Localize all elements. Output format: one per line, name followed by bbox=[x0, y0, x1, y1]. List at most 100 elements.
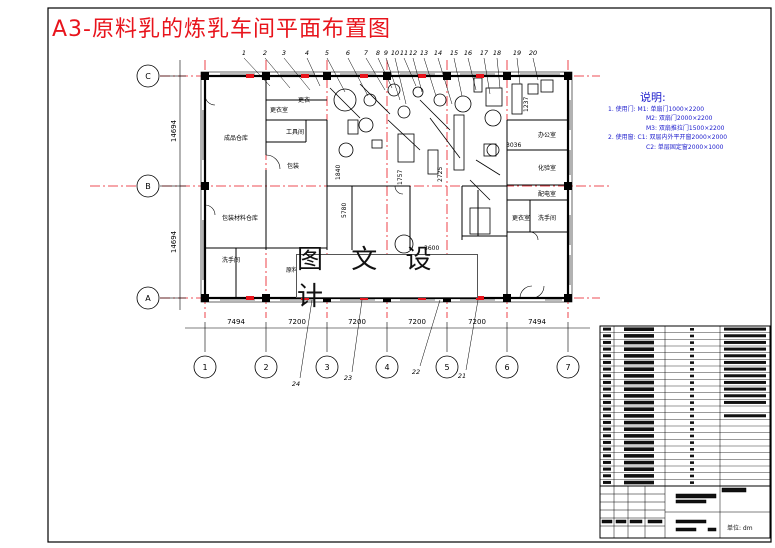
axis-label-row-a: A bbox=[145, 294, 151, 303]
room-material: 原料 bbox=[286, 266, 298, 274]
parts-table-cell bbox=[624, 354, 654, 358]
parts-table-cell bbox=[690, 381, 694, 384]
dim-2725: 2725 bbox=[437, 167, 444, 182]
parts-table-cell bbox=[603, 380, 611, 384]
parts-table-cell bbox=[690, 414, 694, 418]
bay-dim-5: 7200 bbox=[468, 318, 486, 326]
parts-table-cell bbox=[624, 327, 654, 331]
parts-table-cell bbox=[724, 340, 766, 344]
room-gown-right: 更衣室 bbox=[512, 214, 530, 222]
parts-table-cell bbox=[690, 341, 694, 344]
parts-table-cell bbox=[724, 414, 766, 418]
callout-14: 14 bbox=[434, 49, 442, 57]
parts-table-cell bbox=[724, 380, 766, 384]
parts-table-cell bbox=[724, 327, 766, 331]
callout-7: 7 bbox=[364, 49, 369, 57]
parts-table-cell bbox=[603, 387, 611, 391]
bay-dim-3: 7200 bbox=[348, 318, 366, 326]
watermark-box: 图 文 设 计 bbox=[296, 245, 478, 312]
room-wash-left: 洗手间 bbox=[222, 256, 240, 264]
room-product-store: 成品仓库 bbox=[224, 134, 248, 142]
room-office-b: 化验室 bbox=[538, 164, 556, 172]
parts-table-cell bbox=[690, 374, 694, 378]
parts-table-cell bbox=[603, 374, 611, 378]
parts-table-cell bbox=[603, 414, 611, 418]
parts-table-cell bbox=[724, 347, 766, 351]
parts-table-cell bbox=[603, 340, 611, 344]
dimension-lines bbox=[160, 60, 590, 352]
parts-table-cell bbox=[603, 474, 611, 478]
callout-leaders bbox=[243, 57, 539, 379]
axis-bubble-col-7 bbox=[556, 355, 580, 379]
notes-line-5: C2: 单层固定窗2000×1000 bbox=[646, 143, 724, 151]
parts-table-cell bbox=[690, 454, 694, 458]
doors bbox=[204, 94, 545, 299]
dim-3600: 3600 bbox=[424, 245, 439, 252]
callout-numbers: 1 2 3 4 5 6 7 8 9 10 11 12 13 14 15 16 1… bbox=[242, 49, 537, 388]
parts-table-cell bbox=[624, 340, 654, 345]
parts-table-cell bbox=[690, 421, 694, 424]
bay-dim-1: 7494 bbox=[227, 318, 245, 326]
callout-8: 8 bbox=[376, 49, 380, 57]
parts-table-cell bbox=[624, 447, 654, 451]
callout-10: 10 bbox=[391, 49, 399, 57]
parts-table-cell bbox=[603, 334, 611, 338]
notes-line-3: M3: 双扇推拉门1500×2200 bbox=[646, 124, 725, 132]
dim-5780: 5780 bbox=[341, 203, 348, 218]
axis-label-col-7: 7 bbox=[565, 363, 570, 372]
parts-table-cell bbox=[624, 454, 654, 458]
bay-dim-4: 7200 bbox=[408, 318, 426, 326]
callout-13: 13 bbox=[420, 49, 428, 57]
callout-4: 4 bbox=[305, 49, 309, 57]
parts-table-cell bbox=[603, 400, 611, 404]
parts-table-cell bbox=[624, 414, 654, 418]
parts-table-cell bbox=[603, 440, 611, 444]
parts-table-cell bbox=[624, 347, 654, 351]
notes-line-4: 2. 使用窗: C1: 双层内外平开窗2000×2000 bbox=[608, 134, 728, 141]
parts-table-cell bbox=[624, 400, 654, 405]
parts-table-cell bbox=[724, 387, 766, 391]
axis-bubble-col-2 bbox=[254, 355, 278, 379]
room-labels: 成品仓库 包装 包装材料仓库 更衣室 工具间 洗手间 办公室 化验室 配电室 更… bbox=[222, 96, 556, 274]
parts-table-cell bbox=[624, 380, 654, 385]
callout-12: 12 bbox=[409, 49, 417, 57]
row-dim-1: 14694 bbox=[170, 119, 178, 142]
axis-bubble-row-b bbox=[136, 174, 160, 198]
callout-24: 24 bbox=[292, 380, 300, 388]
parts-table-cell bbox=[603, 360, 611, 364]
callout-19: 19 bbox=[513, 49, 521, 57]
parts-table-cell bbox=[690, 368, 694, 371]
parts-table-cell bbox=[690, 461, 694, 464]
parts-table-cell bbox=[603, 454, 611, 458]
axis-labels: 1 2 3 4 5 6 7 C B A bbox=[145, 72, 570, 372]
parts-table-cell bbox=[724, 367, 766, 371]
notes-panel: 说明: 1. 使用门: M1: 单扇门1000×2200 M2: 双扇门2000… bbox=[608, 92, 773, 152]
callout-21: 21 bbox=[458, 372, 466, 380]
parts-table-cell bbox=[603, 427, 611, 431]
parts-table-cell bbox=[690, 441, 694, 444]
axis-label-row-c: C bbox=[145, 72, 151, 81]
notes-line-1: 1. 使用门: M1: 单扇门1000×2200 bbox=[608, 105, 705, 113]
parts-table-cell bbox=[690, 408, 694, 411]
parts-table-cell bbox=[624, 474, 654, 478]
axis-bubble-row-c bbox=[136, 64, 160, 88]
parts-table-cell bbox=[603, 460, 611, 464]
axis-label-col-5: 5 bbox=[444, 363, 449, 372]
axis-bubble-col-1 bbox=[193, 355, 217, 379]
parts-table-cell bbox=[624, 407, 654, 411]
parts-table-cell bbox=[603, 394, 611, 398]
parts-table-cell bbox=[690, 474, 694, 478]
parts-table-cell bbox=[603, 447, 611, 451]
parts-table-cell bbox=[603, 327, 611, 331]
interior-walls bbox=[205, 80, 568, 298]
parts-table-cell bbox=[624, 440, 654, 445]
parts-table-cell bbox=[624, 460, 654, 465]
parts-table-cell bbox=[690, 388, 694, 391]
callout-17: 17 bbox=[480, 49, 489, 57]
parts-table-cell bbox=[690, 334, 694, 338]
parts-table-cell bbox=[690, 401, 694, 404]
room-aux-store: 包装材料仓库 bbox=[222, 214, 258, 222]
parts-table-cell bbox=[624, 427, 654, 431]
axis-bubble-row-a bbox=[136, 286, 160, 310]
